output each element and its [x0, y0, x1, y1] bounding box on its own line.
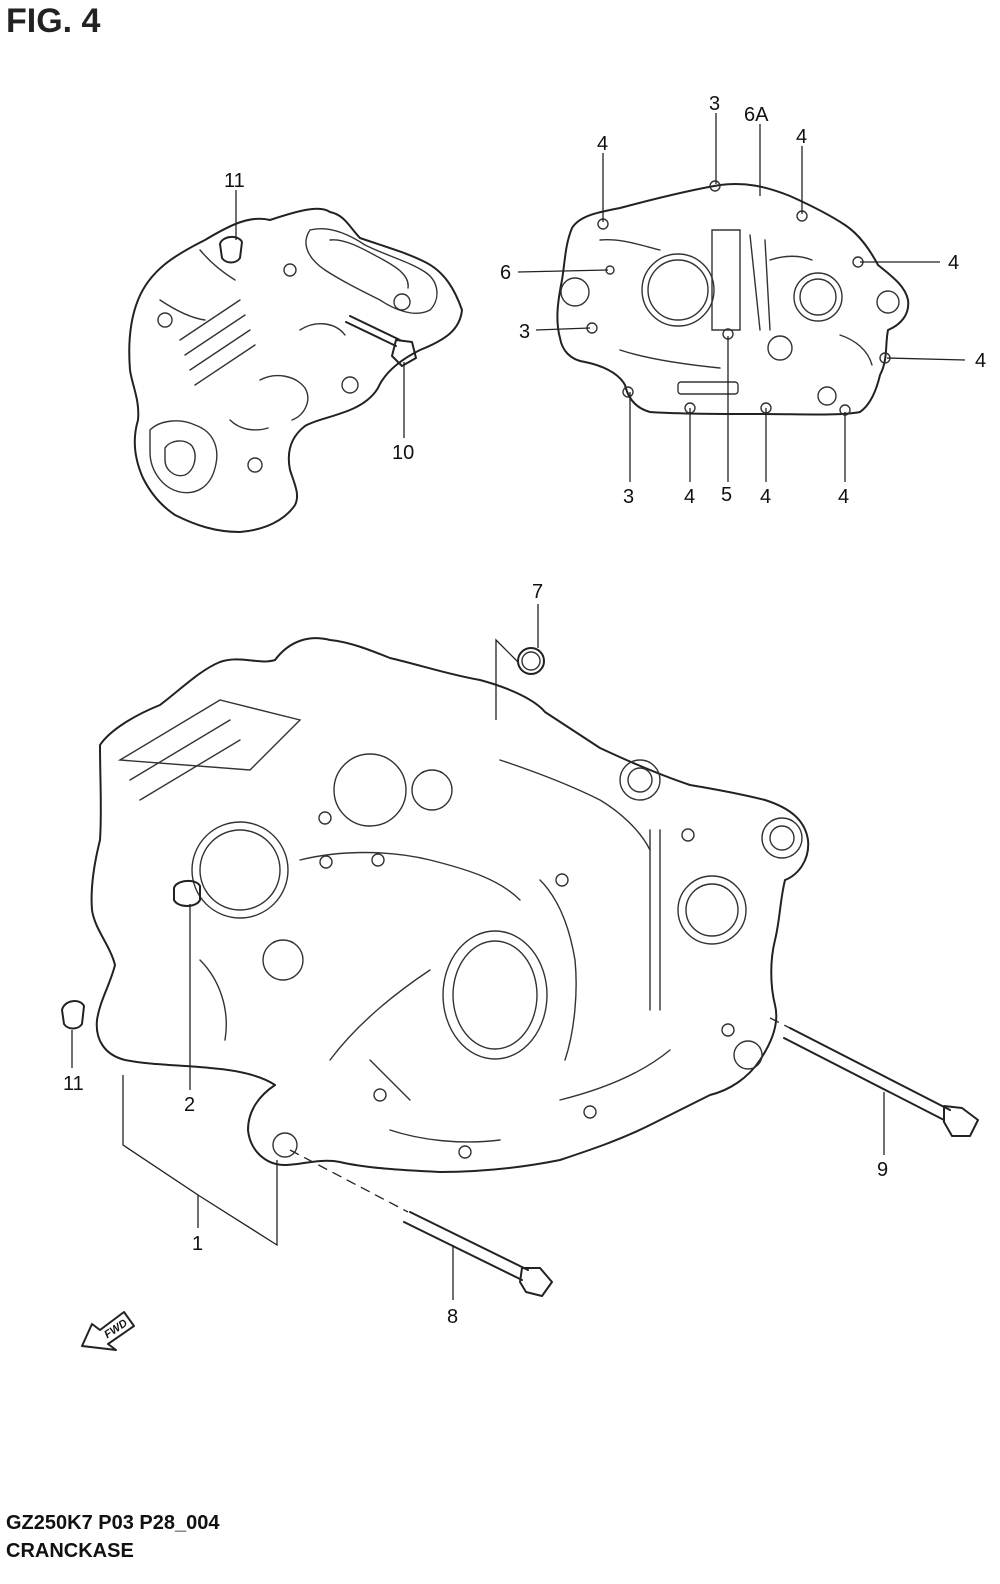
callout-4-bottom-2: 4 — [760, 486, 771, 508]
callout-1: 1 — [192, 1233, 203, 1255]
callout-4-right-upper: 4 — [948, 252, 959, 274]
callout-9: 9 — [877, 1159, 888, 1181]
callout-3-top: 3 — [709, 93, 720, 115]
callout-11-lower: 11 — [63, 1073, 84, 1095]
callout-3-left: 3 — [519, 321, 530, 343]
crankcase-assembly-drawing — [61, 637, 979, 1351]
callout-6a: 6A — [744, 104, 769, 126]
callout-10: 10 — [392, 442, 414, 464]
callout-4-top-left: 4 — [597, 133, 608, 155]
figure-title: FIG. 4 — [6, 2, 101, 40]
callout-4-right-lower: 4 — [975, 350, 986, 372]
leader-lines — [71, 113, 966, 1300]
callout-4-bottom-1: 4 — [684, 486, 695, 508]
callout-6: 6 — [500, 262, 511, 284]
callout-2: 2 — [184, 1094, 195, 1116]
figure-name: CRANCKASE — [6, 1540, 134, 1562]
model-code: GZ250K7 P03 P28_004 — [6, 1512, 220, 1534]
callout-labels: 11 10 3 6A 4 4 4 4 6 3 3 4 5 4 4 7 11 2 … — [63, 93, 986, 1341]
callout-5: 5 — [721, 484, 732, 506]
callout-4-top-right: 4 — [796, 126, 807, 148]
callout-11-upper: 11 — [224, 170, 245, 192]
callout-4-bottom-3: 4 — [838, 486, 849, 508]
callout-7: 7 — [532, 581, 543, 603]
callout-8: 8 — [447, 1306, 458, 1328]
callout-3-bottom: 3 — [623, 486, 634, 508]
crankcase-right-half-drawing — [556, 180, 910, 416]
crankcase-left-half-drawing — [128, 207, 463, 533]
